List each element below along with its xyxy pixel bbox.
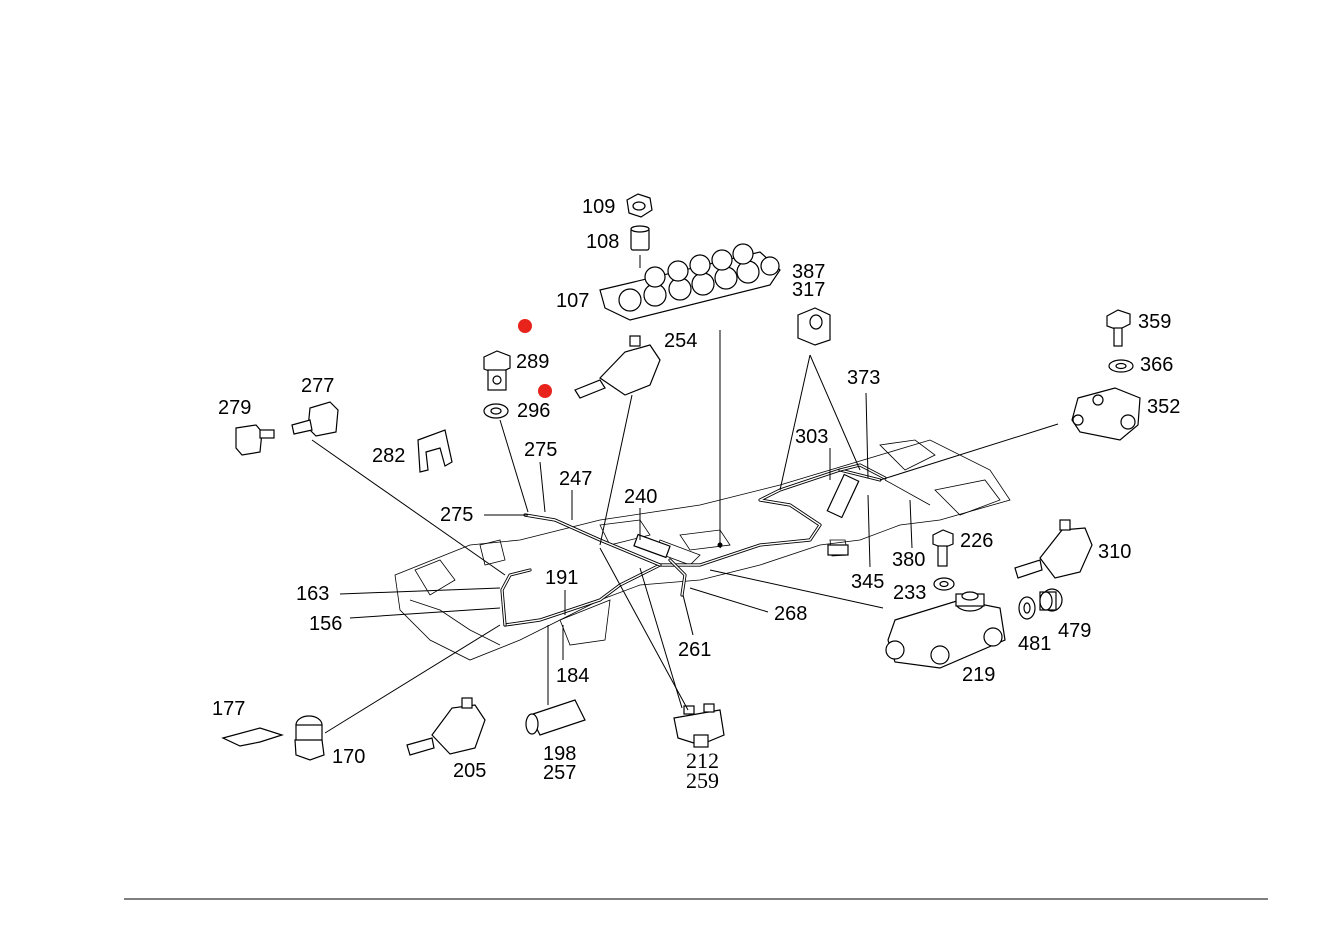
label-303: 303 (795, 426, 828, 448)
label-191: 191 (545, 567, 578, 589)
label-481: 481 (1018, 633, 1051, 655)
label-219: 219 (962, 664, 995, 686)
label-233: 233 (893, 582, 926, 604)
label-359: 359 (1138, 311, 1171, 333)
part-481-washer (1018, 596, 1036, 620)
label-373: 373 (847, 367, 880, 389)
part-219-tee-piece (885, 591, 1006, 669)
marker-dot-lower (538, 384, 552, 398)
label-289: 289 (516, 351, 549, 373)
part-254-pipe-clip (574, 335, 661, 399)
label-345: 345 (851, 571, 884, 593)
part-205-pipe-clip (406, 697, 486, 756)
label-257: 257 (543, 762, 576, 784)
label-279: 279 (218, 397, 251, 419)
part-282-bracket (417, 429, 453, 473)
leader-lines (311, 255, 1059, 734)
part-198-sleeve (525, 699, 586, 736)
label-317: 317 (792, 279, 825, 301)
part-212-bracket (673, 703, 725, 748)
label-156: 156 (309, 613, 342, 635)
part-233-washer (933, 577, 955, 591)
label-275-upper: 275 (524, 439, 557, 461)
brake-lines (500, 463, 931, 627)
label-109: 109 (582, 196, 615, 218)
part-labels: 109 108 107 387 317 359 366 352 289 296 … (212, 196, 1180, 793)
label-387: 387 (792, 261, 825, 283)
junction-dot (717, 542, 723, 548)
label-247: 247 (559, 468, 592, 490)
label-226: 226 (960, 530, 993, 552)
label-184: 184 (556, 665, 589, 687)
part-352-distributor (1071, 387, 1141, 441)
part-366-washer (1108, 359, 1134, 373)
part-279-clip (235, 424, 275, 456)
marker-dot-upper (518, 319, 532, 333)
label-240: 240 (624, 486, 657, 508)
label-163: 163 (296, 583, 329, 605)
part-296-washer (483, 403, 509, 419)
label-212: 212 (686, 748, 719, 773)
label-282: 282 (372, 445, 405, 467)
label-277: 277 (301, 375, 334, 397)
label-366: 366 (1140, 354, 1173, 376)
chassis-frame (394, 439, 1011, 661)
part-479-plug (1039, 588, 1063, 612)
label-310: 310 (1098, 541, 1131, 563)
label-107: 107 (556, 290, 589, 312)
label-254: 254 (664, 330, 697, 352)
label-177: 177 (212, 698, 245, 720)
label-479: 479 (1058, 620, 1091, 642)
label-268: 268 (774, 603, 807, 625)
label-170: 170 (332, 746, 365, 768)
label-261: 261 (678, 639, 711, 661)
label-198: 198 (543, 743, 576, 765)
label-259: 259 (686, 768, 719, 793)
part-109-nut (626, 193, 653, 218)
label-275-lower: 275 (440, 504, 473, 526)
label-380: 380 (892, 549, 925, 571)
part-107-grommet-strip (599, 243, 781, 321)
label-296: 296 (517, 400, 550, 422)
part-108-sleeve (630, 225, 650, 251)
part-387-clip (797, 307, 831, 346)
label-108: 108 (586, 231, 619, 253)
part-277-sleeve (291, 401, 339, 437)
part-310-pipe-clip (1014, 519, 1093, 579)
part-226-bolt (932, 529, 954, 567)
part-170-nut (294, 715, 325, 761)
label-352: 352 (1147, 396, 1180, 418)
part-177-clip (221, 727, 284, 747)
part-359-bolt (1106, 309, 1131, 347)
label-205: 205 (453, 760, 486, 782)
part-289-banjo-bolt (483, 350, 511, 391)
